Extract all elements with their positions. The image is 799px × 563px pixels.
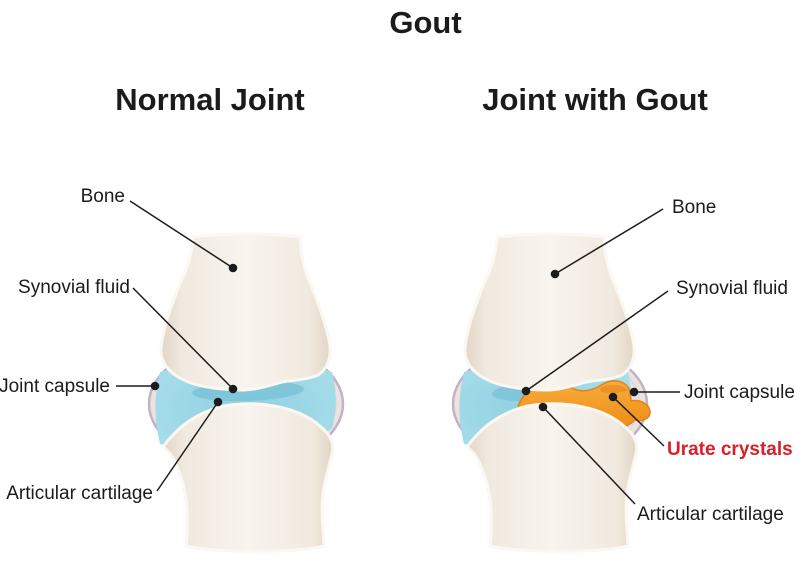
lower-bone bbox=[161, 402, 335, 553]
subtitle-joint-with-gout: Joint with Gout bbox=[482, 82, 708, 117]
upper-bone bbox=[159, 232, 332, 392]
label-joint-capsule-left: Joint capsule bbox=[0, 376, 110, 397]
lower-bone bbox=[465, 402, 639, 553]
label-articular-cartilage-right: Articular cartilage bbox=[637, 504, 784, 525]
upper-bone bbox=[463, 232, 636, 392]
normal-joint-illustration bbox=[147, 232, 345, 553]
label-synovial-fluid-left: Synovial fluid bbox=[18, 277, 130, 298]
gout-joint-illustration bbox=[451, 232, 651, 553]
label-bone-right: Bone bbox=[672, 197, 717, 218]
label-synovial-fluid-right: Synovial fluid bbox=[676, 278, 788, 299]
label-urate-crystals-right: Urate crystals bbox=[667, 439, 793, 460]
label-joint-capsule-right: Joint capsule bbox=[684, 382, 795, 403]
label-bone-left: Bone bbox=[80, 186, 125, 207]
page-title: Gout bbox=[389, 5, 462, 40]
subtitle-normal-joint: Normal Joint bbox=[115, 82, 305, 117]
label-articular-cartilage-left: Articular cartilage bbox=[6, 483, 153, 504]
